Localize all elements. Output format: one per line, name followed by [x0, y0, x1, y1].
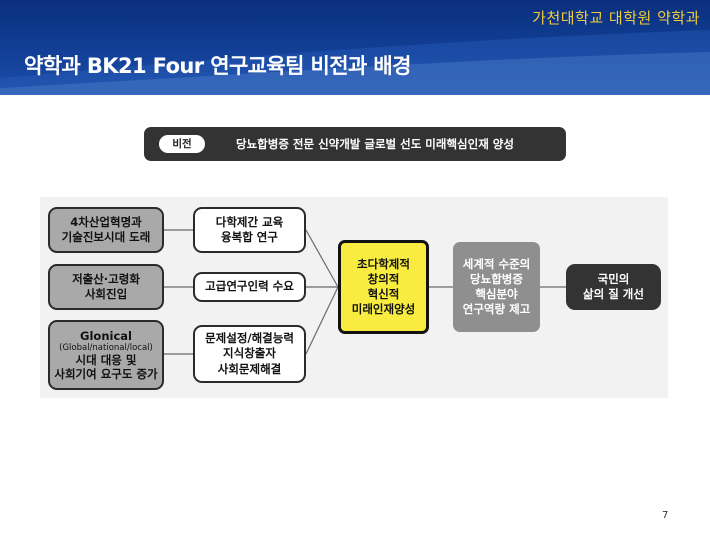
box-line: 삶의 질 개선: [583, 287, 644, 301]
box-line: (Global/national/local): [59, 342, 153, 353]
connector-line: [305, 286, 339, 355]
box-line: 사회진입: [84, 287, 128, 301]
box-line: 고급연구인력 수요: [205, 279, 294, 294]
connector-line: [305, 229, 339, 288]
background-box-industry: 4차산업혁명과 기술진보시대 도래: [48, 207, 164, 253]
header-banner: 가천대학교 대학원 약학과 약학과 BK21 Four 연구교육팀 비전과 배경: [0, 0, 710, 95]
page-title: 약학과 BK21 Four 연구교육팀 비전과 배경: [24, 54, 411, 78]
box-line: 혁신적: [367, 287, 400, 301]
page-number: 7: [662, 510, 669, 521]
box-line: 초다학제적: [357, 256, 410, 271]
box-line: Glonical: [80, 328, 132, 343]
institution-name: 가천대학교 대학원 약학과: [532, 9, 700, 27]
box-line: 지식창출자: [223, 346, 276, 361]
research-goal-box: 세계적 수준의 당뇨합병증 핵심분야 연구역량 제고: [453, 242, 540, 332]
header-wave-decoration: [0, 30, 710, 95]
final-outcome-box: 국민의 삶의 질 개선: [566, 264, 661, 310]
box-line: 연구역량 제고: [462, 302, 531, 317]
need-box-problem-solving: 문제설정/해결능력 지식창출자 사회문제해결: [193, 325, 306, 383]
box-line: 사회기여 요구도 증가: [54, 367, 158, 382]
box-line: 미래인재양성: [351, 302, 416, 317]
box-line: 사회문제해결: [217, 361, 282, 376]
need-box-convergence: 다학제간 교육 융복합 연구: [193, 207, 306, 253]
core-goal-box: 초다학제적 창의적 혁신적 미래인재양성: [338, 240, 429, 334]
box-line: 기술진보시대 도래: [61, 230, 151, 244]
vision-tag: 비전: [159, 135, 205, 153]
box-line: 세계적 수준의: [462, 256, 531, 271]
vision-bar: 비전 당뇨합병증 전문 신약개발 글로벌 선도 미래핵심인재 양성: [144, 127, 566, 161]
box-line: 문제설정/해결능력: [205, 331, 294, 346]
box-line: 융복합 연구: [221, 230, 278, 244]
background-box-aging: 저출산·고령화 사회진입: [48, 264, 164, 310]
box-line: 국민의: [597, 271, 630, 286]
box-line: 당뇨합병증: [470, 271, 523, 286]
vision-statement: 당뇨합병증 전문 신약개발 글로벌 선도 미래핵심인재 양성: [236, 137, 514, 151]
box-line: 핵심분야: [475, 287, 518, 301]
box-line: 저출산·고령화: [72, 271, 140, 286]
box-line: 4차산업혁명과: [70, 214, 142, 229]
background-box-glonical: Glonical (Global/national/local) 시대 대응 및…: [48, 320, 164, 390]
box-line: 창의적: [367, 271, 400, 286]
need-box-research-workforce: 고급연구인력 수요: [193, 272, 306, 302]
box-line: 다학제간 교육: [215, 214, 284, 229]
box-line: 시대 대응 및: [75, 353, 137, 368]
